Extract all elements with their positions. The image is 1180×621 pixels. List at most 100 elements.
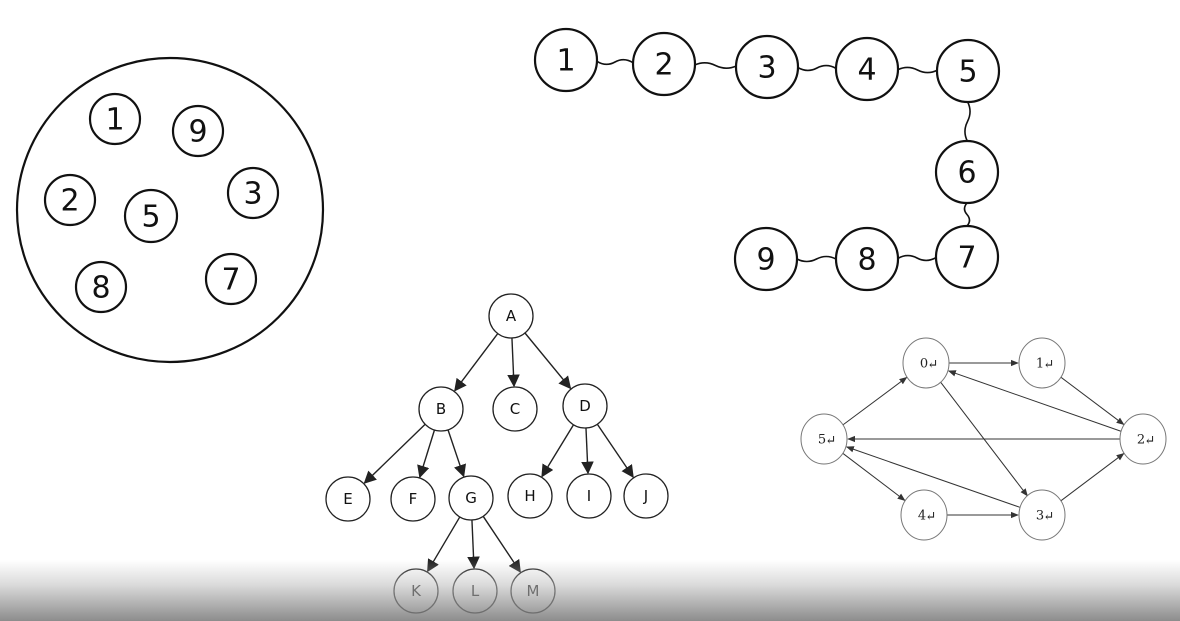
svg-text:5: 5 — [818, 433, 826, 448]
graph-node-5: 5↵ — [800, 413, 848, 465]
svg-text:2: 2 — [654, 48, 673, 83]
tree-node-E: E — [325, 476, 371, 522]
set-element-9: 9 — [171, 104, 225, 158]
chain-links — [596, 58, 971, 263]
tree-node-B: B — [418, 386, 464, 432]
chain-node-1: 1 — [533, 27, 599, 93]
tree-edge-B-E — [363, 423, 426, 484]
tree-edges — [363, 332, 634, 573]
chain-node-5: 5 — [935, 38, 1001, 104]
tree-edge-A-D — [524, 332, 572, 390]
set-element-8: 8 — [74, 260, 128, 314]
chain-link-4-5 — [897, 66, 938, 74]
tree-node-H: H — [507, 473, 553, 519]
chain-link-1-2 — [596, 58, 634, 66]
tree-edge-A-B — [454, 333, 499, 392]
svg-text:4: 4 — [918, 509, 926, 524]
svg-text:C: C — [510, 400, 520, 418]
svg-text:1: 1 — [105, 103, 124, 138]
chain-link-6-7 — [963, 202, 971, 227]
svg-text:1: 1 — [556, 44, 575, 79]
set-element-7: 7 — [204, 252, 258, 306]
chain-node-8: 8 — [834, 226, 900, 292]
graph-node-2: 2↵ — [1119, 413, 1167, 465]
tree-node-F: F — [390, 476, 436, 522]
svg-text:3: 3 — [1036, 509, 1044, 524]
svg-text:E: E — [343, 490, 352, 508]
chain-node-2: 2 — [631, 31, 697, 97]
svg-text:H: H — [524, 487, 535, 505]
svg-text:I: I — [587, 487, 591, 505]
return-mark-icon: ↵ — [1145, 434, 1156, 449]
svg-text:6: 6 — [957, 156, 976, 191]
svg-text:3: 3 — [243, 177, 262, 212]
svg-text:8: 8 — [857, 243, 876, 278]
chain-node-3: 3 — [734, 34, 800, 100]
svg-text:3: 3 — [757, 51, 776, 86]
set-element-3: 3 — [226, 166, 280, 220]
tree-edge-B-F — [417, 429, 436, 479]
video-player-control-bar[interactable] — [0, 560, 1180, 621]
chain-link-8-9 — [796, 255, 837, 263]
set-elements: 1 9 2 5 3 8 7 — [43, 92, 280, 314]
graph-nodes: 0↵1↵2↵3↵4↵5↵ — [800, 337, 1167, 541]
directed-graph: 0↵1↵2↵3↵4↵5↵ — [800, 337, 1167, 541]
chain-diagram: 1 2 3 4 5 6 7 8 9 — [533, 27, 1001, 292]
graph-edge-3-5 — [845, 446, 1021, 508]
svg-text:J: J — [643, 487, 648, 505]
tree-edge-A-C — [507, 337, 520, 388]
chain-link-3-4 — [797, 64, 837, 72]
graph-edges — [842, 359, 1125, 519]
svg-text:0: 0 — [920, 357, 928, 372]
return-mark-icon: ↵ — [1044, 510, 1055, 525]
return-mark-icon: ↵ — [826, 434, 837, 449]
set-element-1: 1 — [88, 92, 142, 146]
svg-text:2: 2 — [1137, 433, 1145, 448]
set-element-2: 2 — [43, 173, 97, 227]
tree-edge-D-I — [581, 427, 594, 475]
chain-node-6: 6 — [934, 139, 1000, 205]
graph-edge-5-0 — [842, 376, 908, 426]
tree-node-J: J — [623, 473, 669, 519]
return-mark-icon: ↵ — [928, 358, 939, 373]
svg-text:G: G — [465, 489, 477, 507]
tree-edge-B-G — [447, 429, 467, 478]
svg-text:4: 4 — [857, 53, 876, 88]
svg-text:B: B — [436, 400, 446, 418]
chain-node-4: 4 — [834, 36, 900, 102]
tree-node-A: A — [488, 293, 534, 339]
graph-edge-1-2 — [1060, 376, 1125, 426]
tree-node-G: G — [448, 475, 494, 521]
svg-text:F: F — [409, 490, 418, 508]
set-diagram: 1 9 2 5 3 8 7 — [15, 56, 325, 364]
graph-edge-0-3 — [939, 380, 1028, 497]
svg-text:2: 2 — [60, 184, 79, 219]
svg-text:D: D — [579, 397, 591, 415]
graph-edge-2-0 — [947, 370, 1122, 432]
set-element-5: 5 — [123, 188, 179, 244]
chain-node-7: 7 — [934, 224, 1000, 290]
tree-node-I: I — [566, 473, 612, 519]
chain-link-2-3 — [694, 62, 737, 69]
svg-text:9: 9 — [756, 243, 775, 278]
svg-text:9: 9 — [188, 115, 207, 150]
chain-node-9: 9 — [733, 226, 799, 292]
graph-node-0: 0↵ — [902, 337, 950, 389]
svg-text:8: 8 — [91, 271, 110, 306]
svg-text:A: A — [506, 307, 517, 325]
return-mark-icon: ↵ — [926, 510, 937, 525]
return-mark-icon: ↵ — [1044, 358, 1055, 373]
chain-link-7-8 — [897, 254, 937, 262]
graph-edge-3-2 — [1060, 452, 1125, 502]
svg-text:5: 5 — [141, 200, 160, 235]
chain-link-5-6 — [964, 101, 971, 142]
graph-node-1: 1↵ — [1018, 337, 1066, 389]
tree-node-D: D — [562, 383, 608, 429]
svg-text:7: 7 — [957, 241, 976, 276]
tree-edge-D-H — [541, 424, 575, 478]
tree-edge-D-J — [596, 423, 634, 479]
chain-nodes: 1 2 3 4 5 6 7 8 9 — [533, 27, 1001, 292]
svg-text:5: 5 — [958, 55, 977, 90]
graph-edge-5-4 — [842, 452, 906, 501]
